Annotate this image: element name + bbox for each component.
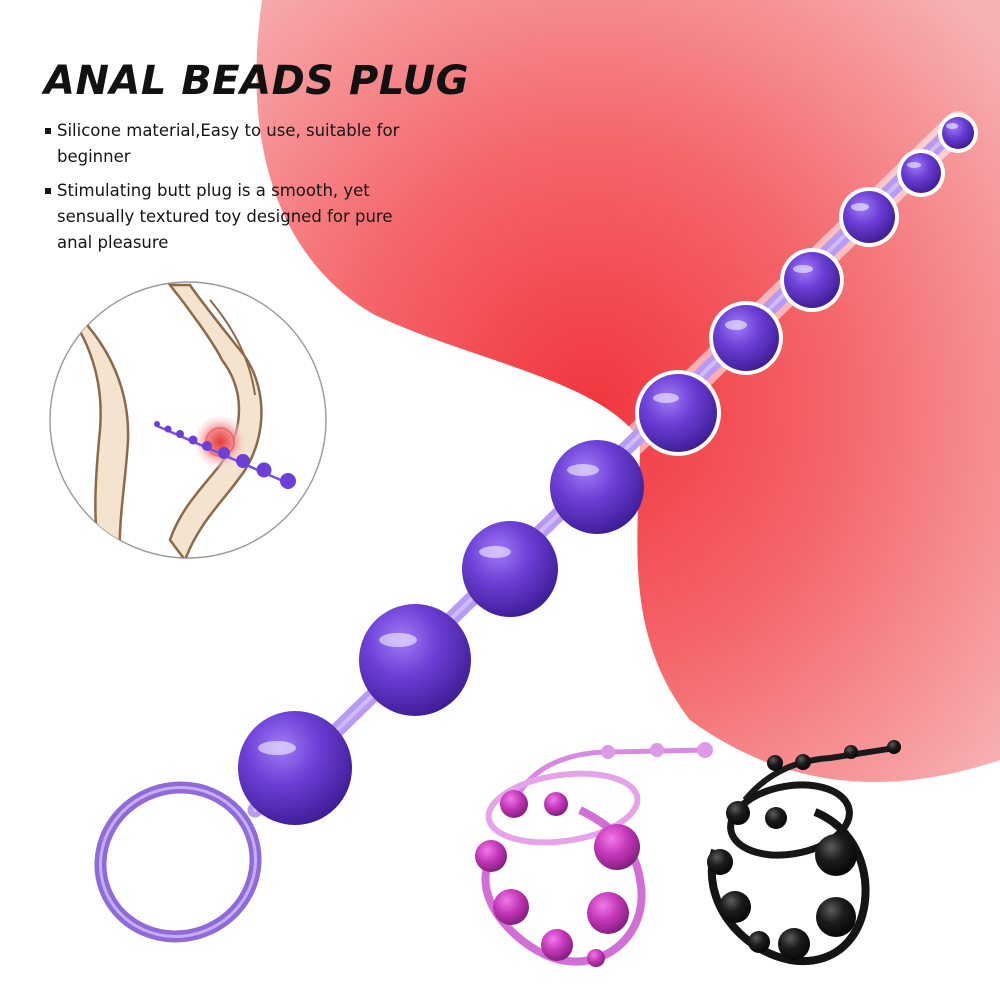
feature-item: Silicone material,Easy to use, suitable … [44, 118, 424, 170]
bullet-icon [45, 188, 51, 194]
magenta-beads-variant [475, 742, 713, 967]
bullet-icon [45, 128, 51, 134]
feature-item: Stimulating butt plug is a smooth, yet s… [44, 178, 424, 256]
black-beads-variant [707, 740, 901, 966]
diagram-beads [154, 421, 296, 489]
feature-text: Stimulating butt plug is a smooth, yet s… [57, 181, 393, 252]
purple-beads-product [94, 111, 978, 943]
feature-text: Silicone material,Easy to use, suitable … [57, 121, 400, 166]
feature-list: Silicone material,Easy to use, suitable … [44, 118, 424, 264]
usage-diagram-icon [49, 281, 327, 559]
product-title: ANAL BEADS PLUG [44, 58, 469, 104]
background-shape [256, 0, 1000, 783]
